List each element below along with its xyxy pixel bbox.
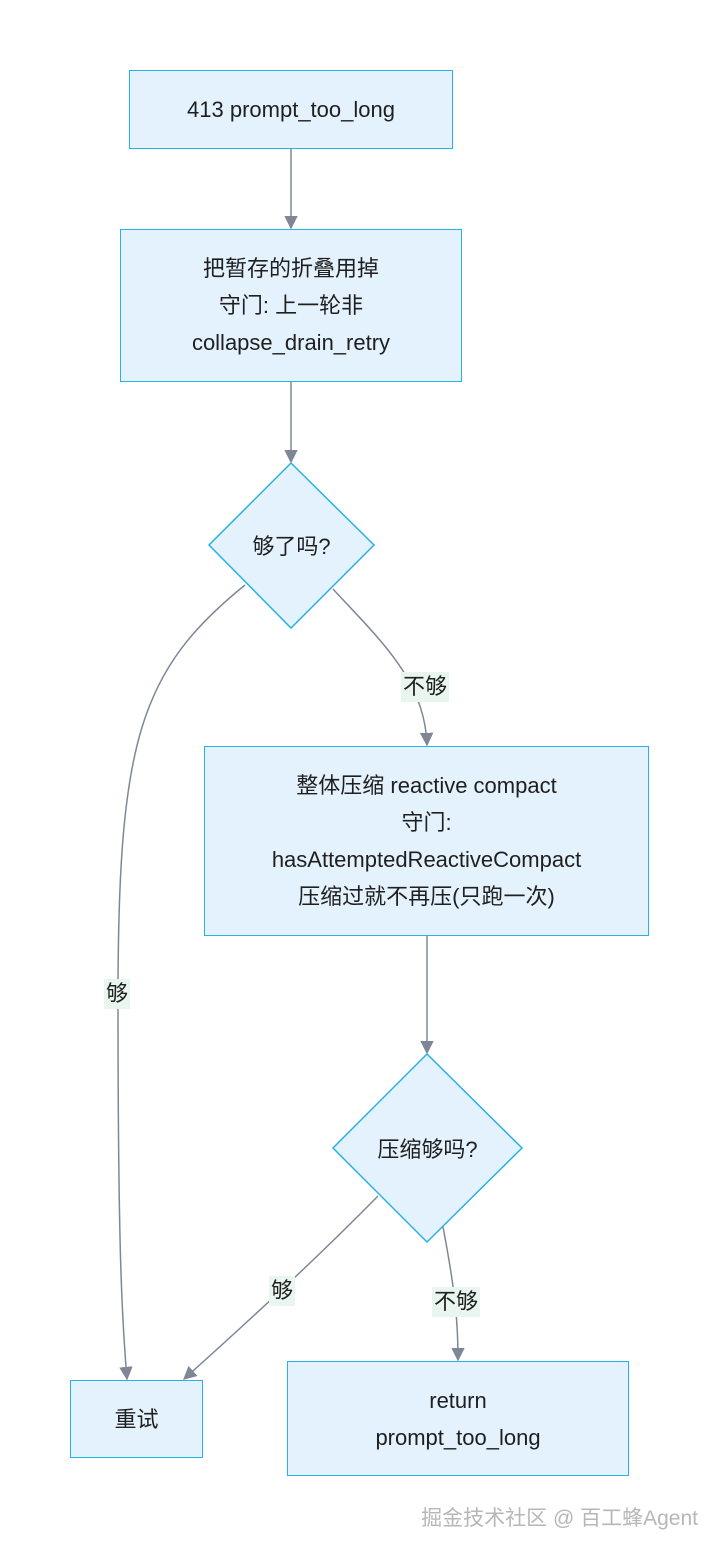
edge-label-enough-yes: 够 (104, 979, 131, 1009)
decision-enough-shape (207, 461, 376, 630)
edge-label-compact-no: 不够 (432, 1287, 481, 1317)
node-collapse: 把暂存的折叠用掉 守门: 上一轮非 collapse_drain_retry (120, 229, 462, 382)
decision-compact-label: 压缩够吗? (377, 1137, 478, 1162)
decision-compact-shape (331, 1052, 524, 1244)
node-start: 413 prompt_too_long (129, 70, 453, 149)
decision-enough-label: 够了吗? (252, 534, 331, 559)
node-retry: 重试 (70, 1380, 203, 1458)
edge-enough-no (332, 588, 434, 747)
node-return: return prompt_too_long (287, 1361, 629, 1476)
watermark-text: 掘金技术社区 @ 百工蜂Agent (421, 1507, 698, 1530)
edge-label-enough-no: 不够 (401, 672, 450, 702)
node-reactive-line-1: 整体压缩 reactive compact (296, 773, 557, 798)
node-collapse-line-2: 守门: 上一轮非 (218, 293, 364, 318)
node-return-line-1: return (429, 1387, 487, 1413)
node-reactive-line-2: 守门: (401, 810, 452, 835)
node-start-line: 413 prompt_too_long (187, 97, 395, 122)
node-collapse-line-3: collapse_drain_retry (191, 330, 391, 355)
node-reactive-line-4: 压缩过就不再压(只跑一次) (298, 884, 555, 909)
node-return-line-2: prompt_too_long (375, 1424, 541, 1450)
edge-label-compact-yes: 够 (269, 1276, 296, 1306)
node-reactive-line-3: hasAttemptedReactiveCompact (271, 847, 582, 872)
edge-enough-yes (117, 584, 246, 1381)
node-collapse-line-1: 把暂存的折叠用掉 (202, 256, 379, 281)
node-reactive-compact: 整体压缩 reactive compact 守门: hasAttemptedRe… (204, 746, 649, 936)
node-retry-line: 重试 (114, 1406, 159, 1432)
